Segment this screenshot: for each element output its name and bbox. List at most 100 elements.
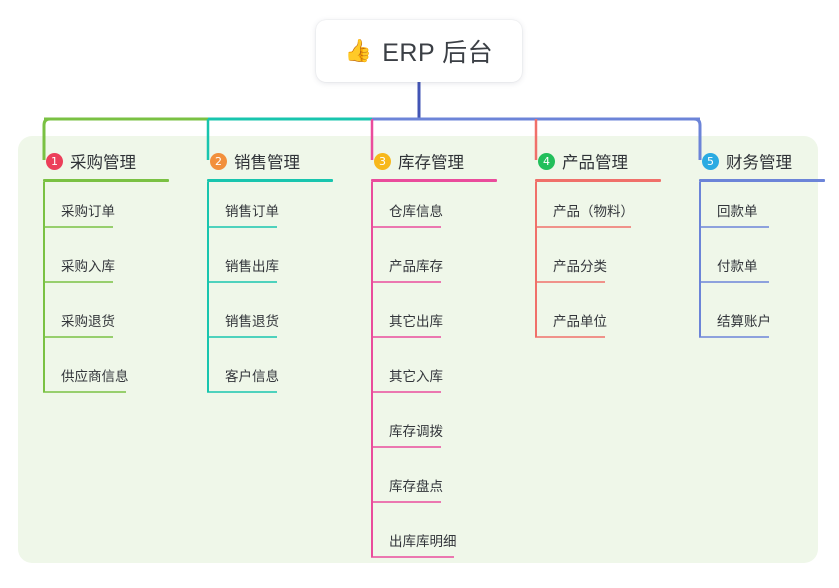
branch-number-badge: 1 [46,152,63,170]
branch-number-badge: 2 [210,152,227,170]
branch-underline [371,179,497,182]
branch-item[interactable]: 销售退货 [190,292,342,347]
branch-item-underline [207,336,277,338]
branch-item[interactable]: 结算账户 [682,292,834,347]
branch-item-underline [535,281,605,283]
thumbs-up-icon: 👍 [344,38,373,63]
branch-item-label: 采购退货 [61,314,115,329]
branch-item-list: 回款单付款单结算账户 [682,182,834,347]
branch-item[interactable]: 采购入库 [26,237,178,292]
branch-item[interactable]: 库存调拨 [354,402,506,457]
branch-header-4[interactable]: 4 产品管理 [518,148,670,174]
branch-item-label: 产品库存 [389,259,443,274]
branch-column-3: 3 库存管理仓库信息产品库存其它出库其它入库库存调拨库存盘点出库库明细 [354,148,506,567]
branch-column-5: 5 财务管理回款单付款单结算账户 [682,148,834,347]
branch-item-list: 销售订单销售出库销售退货客户信息 [190,182,342,402]
branch-item-label: 付款单 [717,259,758,274]
branch-column-4: 4 产品管理产品（物料） 产品分类产品单位 [518,148,670,347]
branch-spine [699,182,701,337]
branch-item-underline [699,281,769,283]
branch-item-underline [371,501,441,503]
branch-item-underline [43,226,113,228]
branch-item[interactable]: 其它出库 [354,292,506,347]
branch-spine [535,182,537,337]
branch-item-underline [371,336,441,338]
branch-item-label: 采购入库 [61,259,115,274]
branch-number-badge: 5 [702,152,719,170]
branch-item[interactable]: 仓库信息 [354,182,506,237]
branch-item-list: 采购订单采购入库采购退货供应商信息 [26,182,178,402]
branch-number-badge: 3 [374,152,391,170]
branch-item-label: 库存盘点 [389,479,443,494]
branch-item-label: 销售退货 [225,314,279,329]
branch-item[interactable]: 库存盘点 [354,457,506,512]
branch-item[interactable]: 出库库明细 [354,512,506,567]
branch-item[interactable]: 其它入库 [354,347,506,402]
branch-title: 库存管理 [398,154,464,172]
branch-underline [43,179,169,182]
branch-item-underline [699,226,769,228]
branch-item-underline [371,446,441,448]
branch-item-underline [43,281,113,283]
branch-item-label: 产品（物料） [553,204,634,219]
branch-header-2[interactable]: 2 销售管理 [190,148,342,174]
branch-number-badge: 4 [538,152,555,170]
branch-item-underline [699,336,769,338]
branch-item-underline [207,281,277,283]
branch-item[interactable]: 销售出库 [190,237,342,292]
branch-title: 财务管理 [726,154,792,172]
root-node-title: ERP 后台 [382,39,494,67]
branch-item-underline [43,391,126,393]
branch-item-label: 结算账户 [717,314,771,329]
branch-item-list: 仓库信息产品库存其它出库其它入库库存调拨库存盘点出库库明细 [354,182,506,567]
branch-item-label: 销售订单 [225,204,279,219]
branch-item[interactable]: 销售订单 [190,182,342,237]
root-node-card[interactable]: 👍 ERP 后台 [316,20,522,82]
branch-item-underline [371,556,454,558]
branch-item-label: 其它入库 [389,369,443,384]
branch-underline [699,179,825,182]
branch-item-underline [43,336,113,338]
branch-item-label: 采购订单 [61,204,115,219]
branch-item[interactable]: 产品单位 [518,292,670,347]
branch-item-underline [207,226,277,228]
branch-item-label: 产品分类 [553,259,607,274]
branch-item-underline [371,391,441,393]
branch-item-list: 产品（物料） 产品分类产品单位 [518,182,670,347]
branch-item-label: 库存调拨 [389,424,443,439]
branch-title: 销售管理 [234,154,300,172]
branch-underline [207,179,333,182]
branch-item-underline [371,281,441,283]
branch-item[interactable]: 产品库存 [354,237,506,292]
branch-item-underline [535,226,631,228]
branch-header-1[interactable]: 1 采购管理 [26,148,178,174]
branch-item[interactable]: 回款单 [682,182,834,237]
branch-item[interactable]: 采购退货 [26,292,178,347]
branch-item[interactable]: 供应商信息 [26,347,178,402]
branch-item-label: 客户信息 [225,369,279,384]
branch-header-3[interactable]: 3 库存管理 [354,148,506,174]
branch-item-label: 出库库明细 [389,534,457,549]
branch-item[interactable]: 产品分类 [518,237,670,292]
branch-header-5[interactable]: 5 财务管理 [682,148,834,174]
branch-column-2: 2 销售管理销售订单销售出库销售退货客户信息 [190,148,342,402]
branch-item[interactable]: 客户信息 [190,347,342,402]
branch-item[interactable]: 产品（物料） [518,182,670,237]
branch-item-label: 产品单位 [553,314,607,329]
branch-item-underline [207,391,277,393]
diagram-background-panel [18,136,818,563]
branch-item-underline [371,226,441,228]
branch-title: 产品管理 [562,154,628,172]
branch-item-label: 回款单 [717,204,758,219]
branch-item-label: 仓库信息 [389,204,443,219]
branch-item-label: 供应商信息 [61,369,129,384]
branch-item[interactable]: 付款单 [682,237,834,292]
branch-title: 采购管理 [70,154,136,172]
branch-spine [43,182,45,392]
branch-underline [535,179,661,182]
branch-item-underline [535,336,605,338]
branch-spine [207,182,209,392]
branch-item[interactable]: 采购订单 [26,182,178,237]
branch-column-1: 1 采购管理采购订单采购入库采购退货供应商信息 [26,148,178,402]
